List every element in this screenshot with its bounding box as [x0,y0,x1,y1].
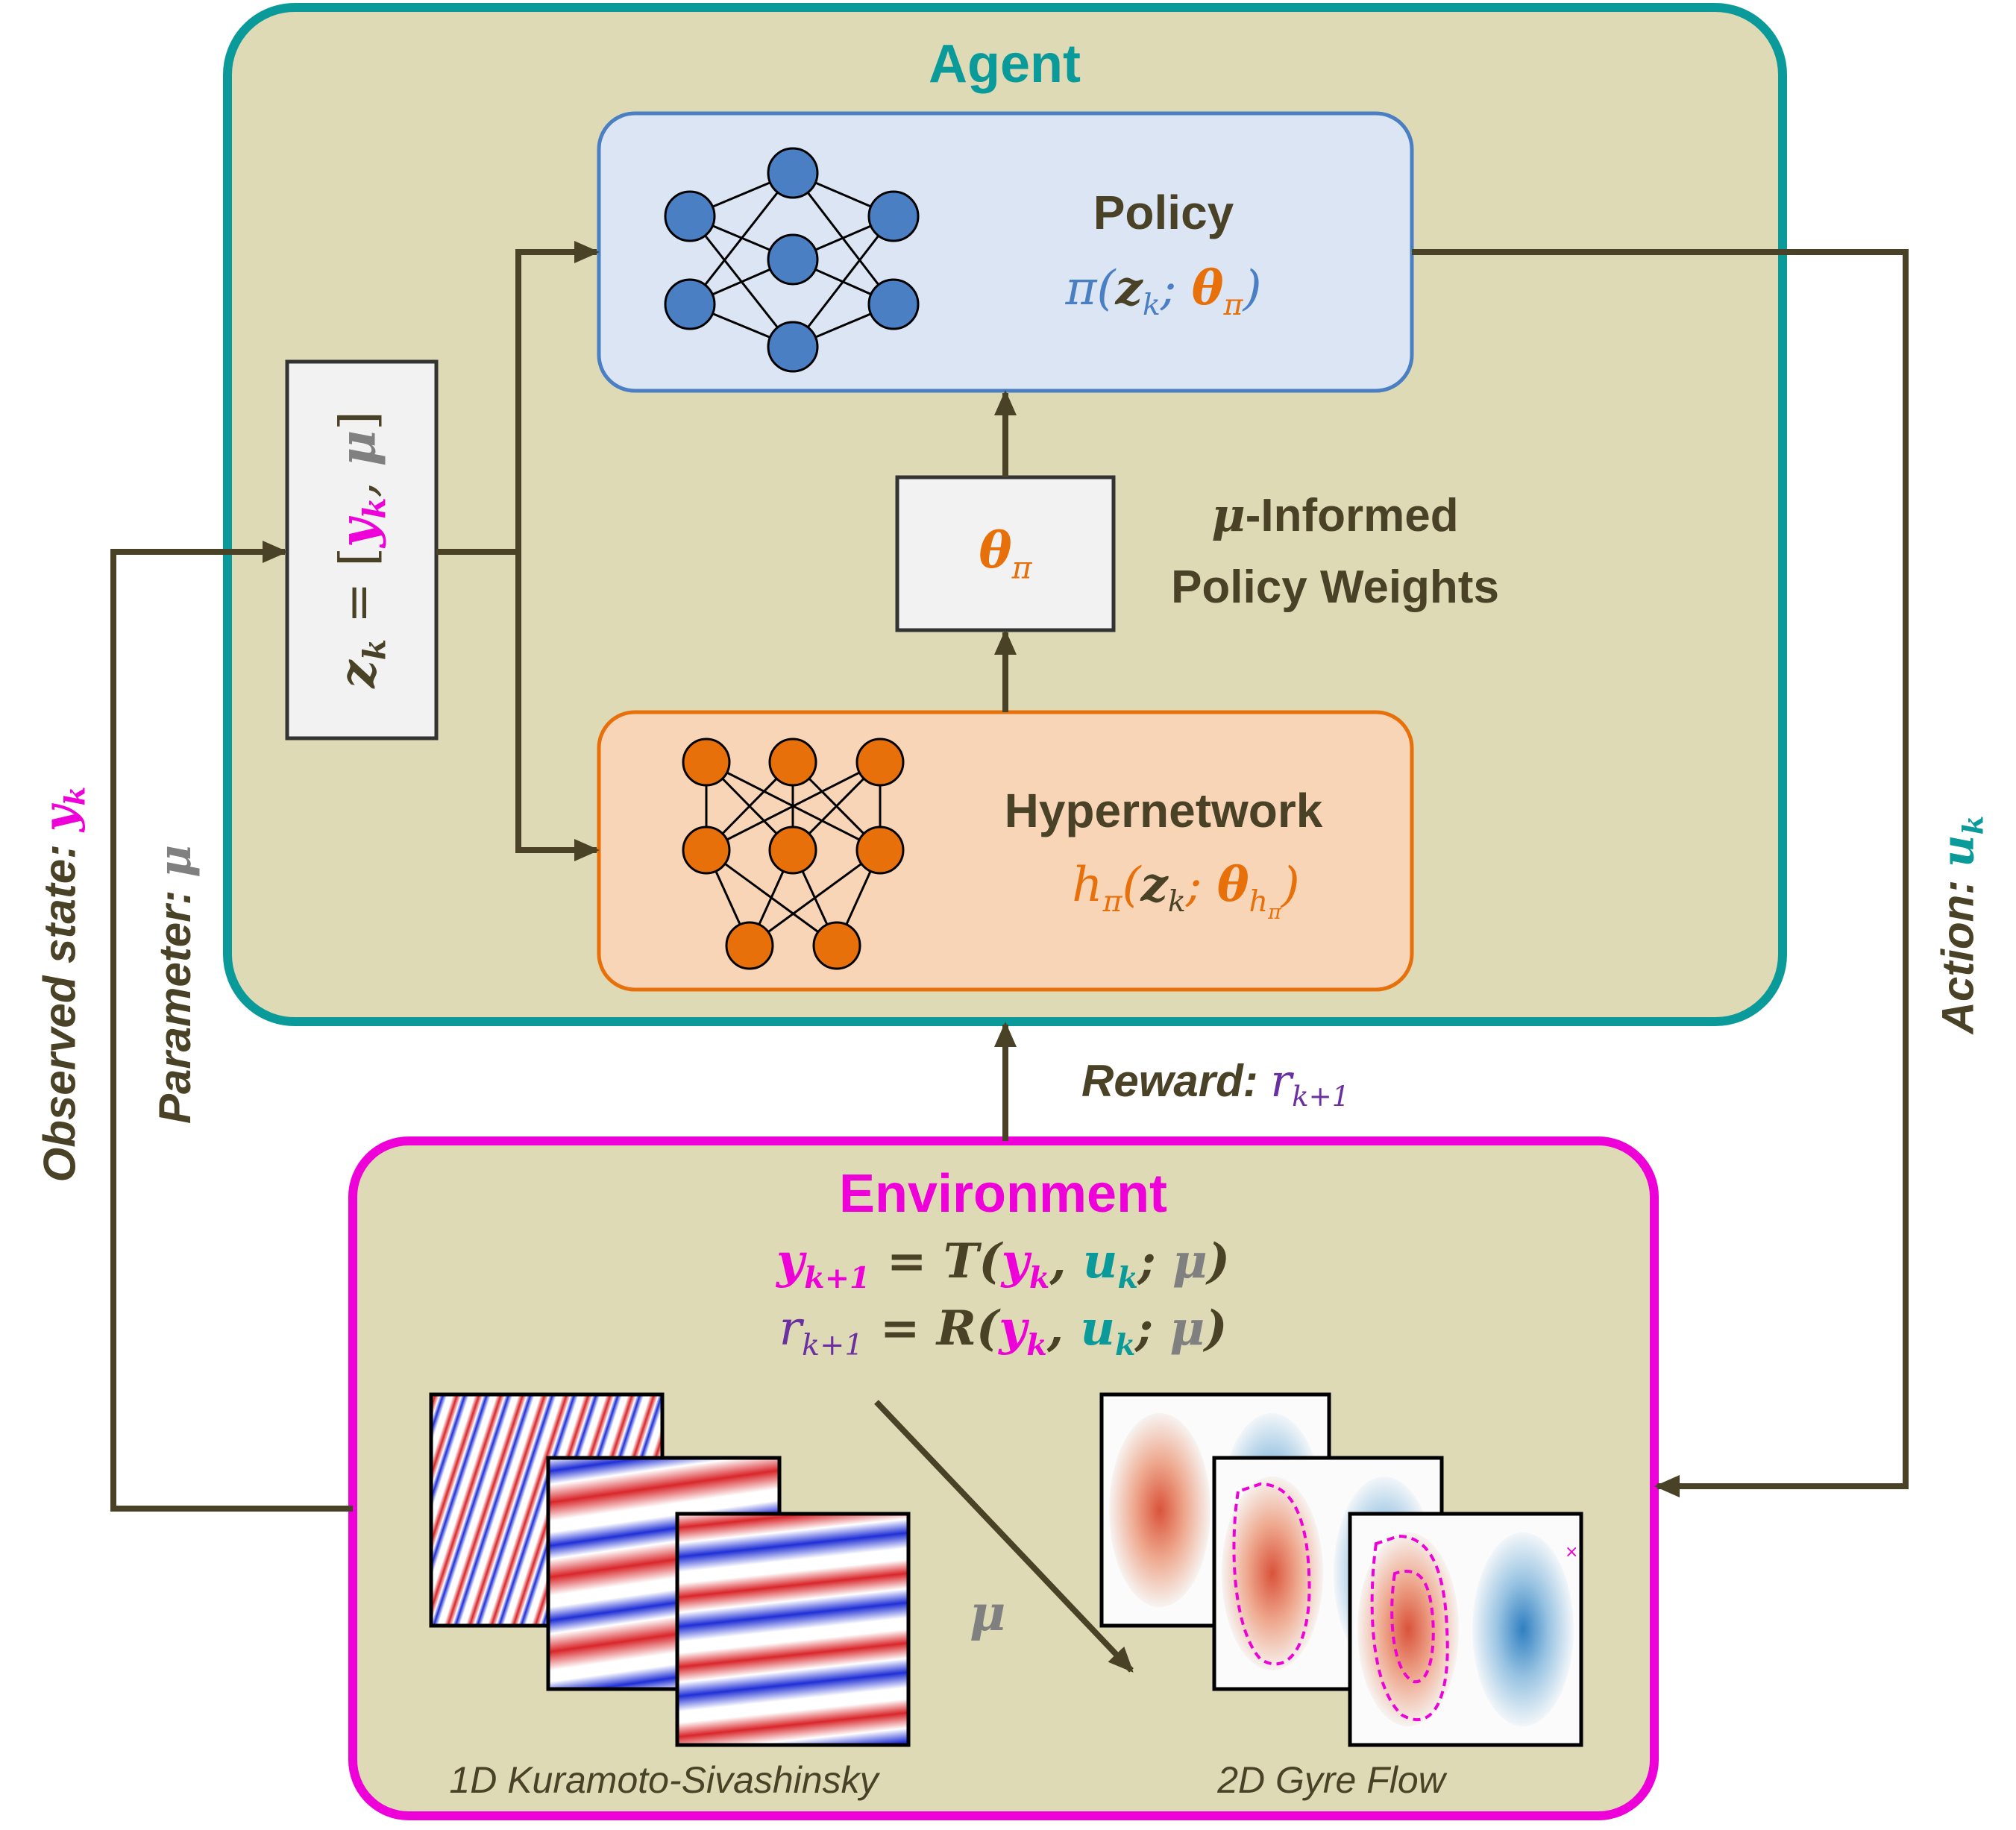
ks-figure [429,1392,911,1747]
action-label: Action: uk [1932,815,1990,1034]
environment-title: Environment [838,1164,1168,1224]
policy-net-node [767,147,819,199]
hyper-net-node [725,921,774,970]
policy-network-icon [664,147,920,373]
hyper-net-node [812,921,861,970]
ks-caption: 1D Kuramoto-Sivashinsky [449,1759,879,1801]
policy-net-node [867,190,920,242]
hypernetwork-formula: hπ(zk; θhπ) [1072,857,1300,925]
hyper-net-node [855,826,905,875]
gyre-caption: 2D Gyre Flow [1217,1759,1445,1801]
transition-equation: yk+1 = T(yk, uk; μ) [776,1233,1230,1295]
hypernetwork-title: Hypernetwork [1004,784,1323,837]
arrow-observed-state [110,541,353,1512]
arrow-split-to-hypernetwork [515,552,600,861]
observed-state-label: Observed state: yk [34,786,92,1183]
policy-formula: π(zk; θπ) [1065,260,1262,322]
weights-box [895,475,1116,632]
policy-net-node [664,278,716,330]
gyre-figure: × [1099,1392,1583,1747]
gyre-panel-3: × [1348,1512,1583,1747]
reward-label: Reward: rk+1 [1081,1055,1350,1113]
arrow-action [1412,249,1909,1497]
svg-text:×: × [1565,1543,1578,1562]
arrow-split-to-policy [515,241,600,552]
hyper-net-node [682,738,731,787]
weights-caption-line1: μ-Informed [1211,488,1459,542]
weights-caption-line2: Policy Weights [1171,562,1499,613]
arrows [110,241,1909,1673]
policy-net-edge [791,216,895,348]
mu-arrow-label: μ [970,1584,1006,1642]
hyper-net-node [855,738,905,787]
policy-net-node [767,233,819,286]
policy-box [597,111,1414,393]
policy-net-edge [688,172,794,305]
agent-title: Agent [929,34,1081,94]
policy-net-node [867,278,920,330]
policy-net-node [767,321,819,373]
policy-net-node [664,190,716,242]
policy-title: Policy [1093,186,1234,239]
hypernetwork-icon [682,738,905,970]
state-box-label: zk = [yk, μ] [328,411,393,688]
ks-panel-3 [675,1512,911,1747]
hyper-net-edge [706,761,881,852]
hyper-net-node [768,826,817,875]
hyper-net-node [768,738,817,787]
hyper-net-edge [749,849,881,947]
weights-box-label: θπ [979,521,1032,586]
parameter-label: Parameter: μ [149,844,201,1125]
reward-equation: rk+1 = R(yk, uk; μ) [779,1301,1228,1362]
arrow-mu [874,1400,1134,1673]
hyper-net-node [682,826,731,875]
